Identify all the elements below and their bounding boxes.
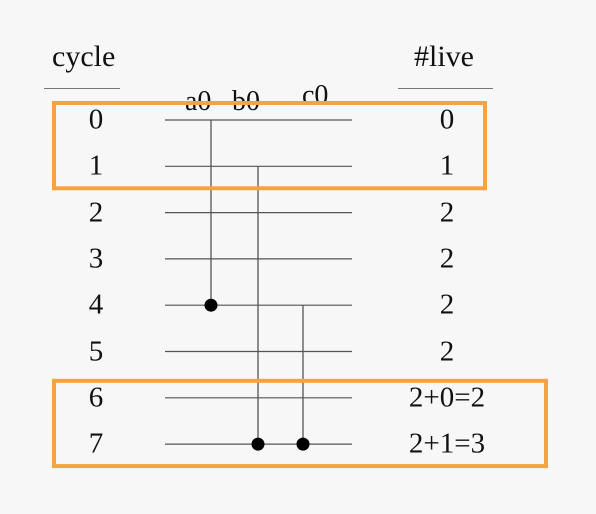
cycle-number: 6	[88, 381, 104, 414]
use-dot-b0	[251, 437, 265, 451]
highlight-box	[52, 101, 487, 191]
live-header: #live	[414, 40, 474, 73]
live-header-rule	[398, 88, 493, 89]
cycle-number: 2	[88, 196, 104, 229]
cycle-header-rule	[44, 88, 120, 89]
live-count: 2	[439, 242, 455, 275]
use-dot-a0	[204, 298, 218, 312]
highlight-box	[52, 378, 548, 469]
live-count: 2	[439, 288, 455, 321]
live-count: 0	[439, 103, 455, 136]
cycle-number: 4	[88, 288, 104, 321]
cycle-number: 1	[88, 149, 104, 182]
use-dot-c0	[296, 437, 310, 451]
cycle-header: cycle	[52, 40, 116, 73]
live-count: 2	[439, 196, 455, 229]
live-count: 2	[439, 335, 455, 367]
cycle-number: 7	[88, 427, 104, 460]
cycle-number: 3	[88, 242, 104, 275]
cycle-number: 5	[88, 335, 104, 367]
live-count: 2+1=3	[408, 427, 486, 460]
live-count: 2+0=2	[408, 381, 486, 414]
live-count: 1	[439, 149, 455, 182]
cycle-number: 0	[88, 103, 104, 136]
